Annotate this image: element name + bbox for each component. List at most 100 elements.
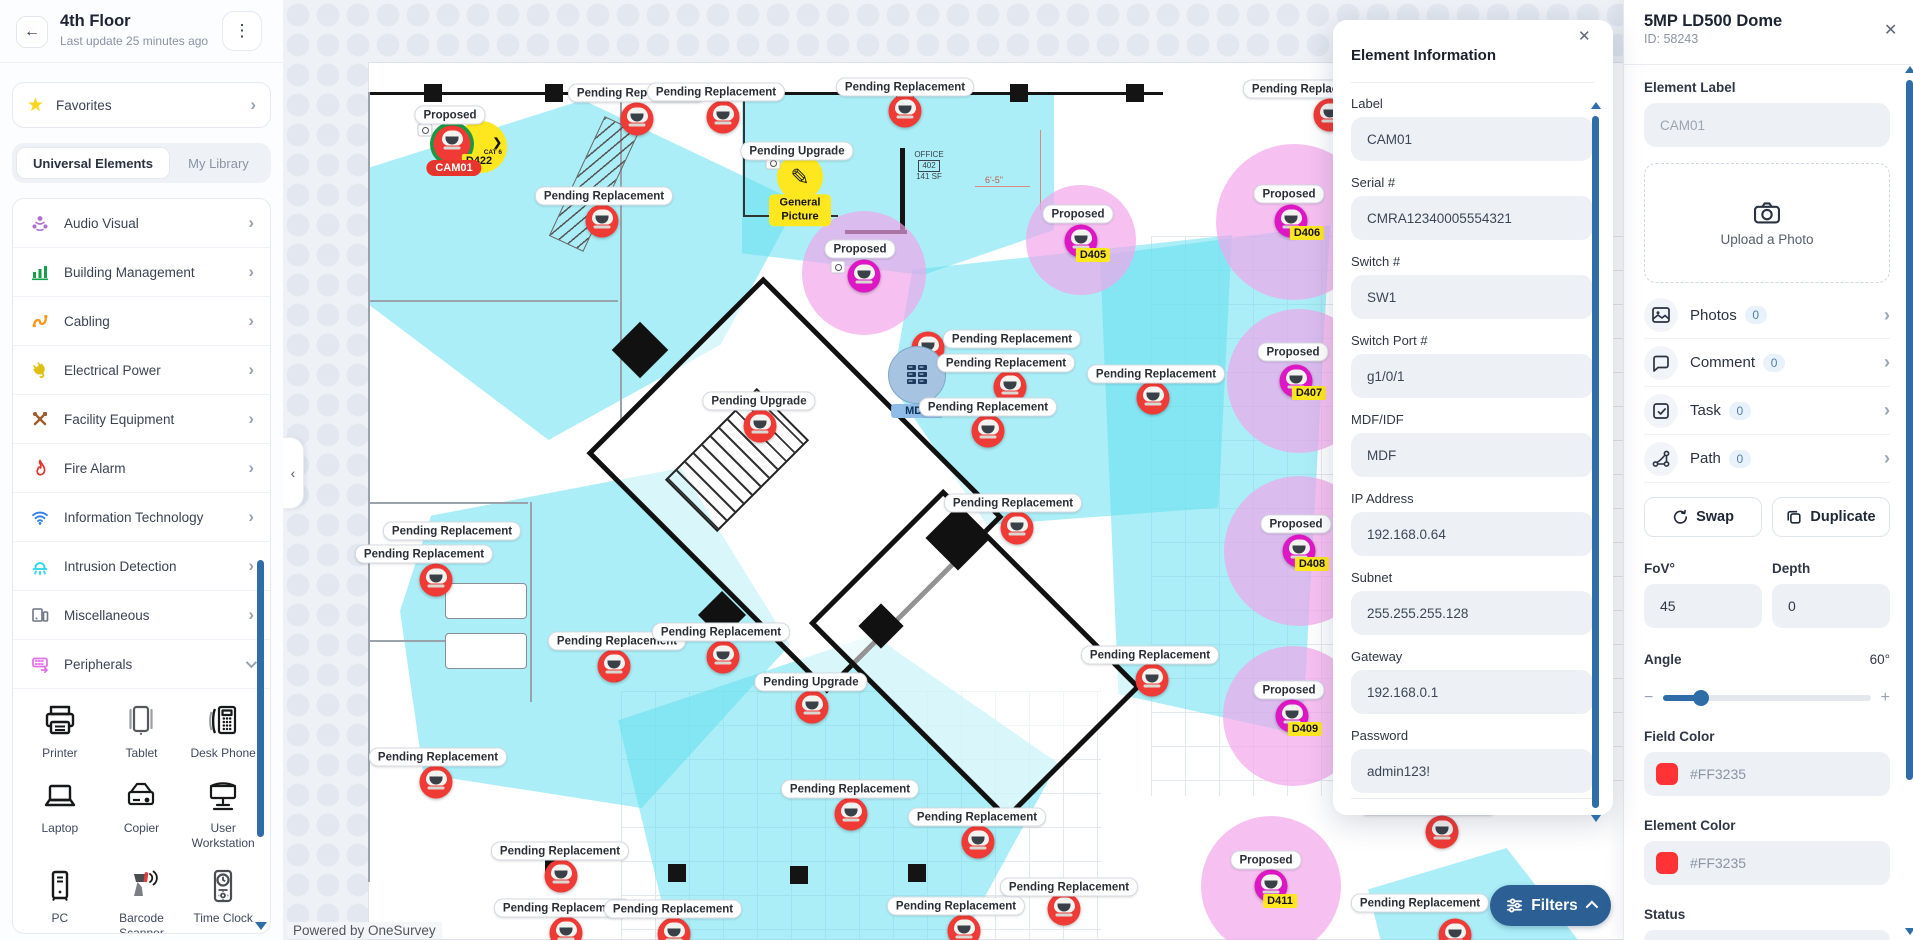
peripheral-user-workstation[interactable]: User Workstation xyxy=(182,774,264,850)
scroll-down-arrow-icon[interactable] xyxy=(1591,815,1601,822)
field-color-picker[interactable]: #FF3235 xyxy=(1644,752,1890,796)
sidebar-category-fire-alarm[interactable]: Fire Alarm› xyxy=(13,444,270,493)
sidebar-category-peripherals[interactable]: Peripherals xyxy=(13,640,270,689)
camera-marker[interactable] xyxy=(1047,892,1081,926)
sidebar-scrollbar[interactable] xyxy=(257,560,264,837)
field-input[interactable]: 255.255.255.128 xyxy=(1351,591,1593,635)
field-input[interactable]: CMRA12340005554321 xyxy=(1351,196,1593,240)
camera-marker[interactable] xyxy=(419,563,453,597)
copier-icon xyxy=(119,774,163,818)
camera-marker[interactable] xyxy=(1000,511,1034,545)
camera-marker[interactable] xyxy=(1425,815,1459,849)
plus-button[interactable]: + xyxy=(1880,689,1890,706)
proposed-camera-marker[interactable] xyxy=(847,259,881,293)
close-icon[interactable]: ✕ xyxy=(1884,22,1898,39)
camera-marker[interactable] xyxy=(1438,918,1472,940)
field-input[interactable]: SW1 xyxy=(1351,275,1593,319)
panel-scrollbar[interactable] xyxy=(1906,80,1913,780)
field-input[interactable]: MDF xyxy=(1351,433,1593,477)
minus-button[interactable]: − xyxy=(1644,689,1654,706)
back-button[interactable]: ← xyxy=(16,16,48,48)
dome-camera-icon xyxy=(894,99,916,115)
tab-universal-elements[interactable]: Universal Elements xyxy=(16,147,170,179)
camera-marker[interactable] xyxy=(657,917,691,940)
peripheral-pc[interactable]: PC xyxy=(19,864,101,933)
camera-marker[interactable] xyxy=(834,797,868,831)
depth-input[interactable]: 0 xyxy=(1772,584,1890,628)
close-icon[interactable]: ✕ xyxy=(1578,28,1591,45)
field-input[interactable]: 192.168.0.1 xyxy=(1351,670,1593,714)
element-label-input[interactable]: CAM01 xyxy=(1644,103,1890,147)
dome-camera-icon xyxy=(1142,386,1164,402)
peripheral-barcode-scanner[interactable]: Barcode Scanner xyxy=(101,864,183,933)
duplicate-button[interactable]: Duplicate xyxy=(1772,497,1890,537)
sidebar-category-audio-visual[interactable]: Audio Visual› xyxy=(13,199,270,248)
mdf-marker[interactable] xyxy=(888,346,946,404)
status-dropdown[interactable]: N/A xyxy=(1644,930,1890,940)
upload-photo-button[interactable]: Upload a Photo xyxy=(1644,163,1890,283)
kebab-menu-button[interactable]: ⋮ xyxy=(222,11,262,51)
laptop-icon xyxy=(38,774,82,818)
field-input[interactable]: 192.168.0.64 xyxy=(1351,512,1593,556)
scroll-up-arrow-icon[interactable] xyxy=(1591,102,1601,109)
camera-marker[interactable] xyxy=(706,640,740,674)
sidebar-category-electrical-power[interactable]: Electrical Power› xyxy=(13,346,270,395)
camera-marker[interactable] xyxy=(961,825,995,859)
element-color-picker[interactable]: #FF3235 xyxy=(1644,841,1890,885)
field-serial-: Serial #CMRA12340005554321 xyxy=(1351,175,1593,240)
sidebar-category-miscellaneous[interactable]: Miscellaneous› xyxy=(13,591,270,640)
camera-marker[interactable] xyxy=(544,859,578,893)
camera-marker[interactable] xyxy=(585,204,619,238)
sidebar-category-information-technology[interactable]: Information Technology› xyxy=(13,493,270,542)
sidebar-category-building-management[interactable]: Building Management› xyxy=(13,248,270,297)
photos-icon xyxy=(1644,298,1678,332)
camera-marker[interactable] xyxy=(706,100,740,134)
camera-marker[interactable] xyxy=(743,409,777,443)
proposed-camera-marker[interactable] xyxy=(1274,204,1308,238)
sidebar-category-cabling[interactable]: Cabling› xyxy=(13,297,270,346)
room-label: OFFICE 402 141 SF xyxy=(914,150,944,181)
camera-marker[interactable] xyxy=(888,94,922,128)
sidebar-category-facility-equipment[interactable]: Facility Equipment› xyxy=(13,395,270,444)
swap-button[interactable]: Swap xyxy=(1644,497,1762,537)
field-input[interactable]: admin123! xyxy=(1351,749,1593,793)
tab-my-library[interactable]: My Library xyxy=(188,155,249,171)
peripheral-laptop[interactable]: Laptop xyxy=(19,774,101,850)
fov-input[interactable]: 45 xyxy=(1644,584,1762,628)
filters-button[interactable]: Filters xyxy=(1490,885,1611,926)
sidebar-category-intrusion-detection[interactable]: Intrusion Detection› xyxy=(13,542,270,591)
selected-camera-marker[interactable] xyxy=(433,125,471,163)
camera-marker[interactable] xyxy=(971,414,1005,448)
camera-marker[interactable] xyxy=(795,690,829,724)
proposed-camera-marker[interactable] xyxy=(1279,364,1313,398)
favorites-button[interactable]: ★ Favorites › xyxy=(12,82,271,128)
slider-thumb[interactable] xyxy=(1692,690,1709,706)
camera-marker[interactable] xyxy=(947,914,981,940)
pencil-note-icon[interactable]: ✎ xyxy=(777,154,823,200)
camera-marker[interactable] xyxy=(549,916,583,940)
camera-marker[interactable] xyxy=(1136,381,1170,415)
peripheral-time-clock[interactable]: Time Clock xyxy=(182,864,264,933)
peripheral-printer[interactable]: Printer xyxy=(19,699,101,760)
camera-marker[interactable] xyxy=(419,765,453,799)
field-input[interactable]: g1/0/1 xyxy=(1351,354,1593,398)
peripheral-tablet[interactable]: Tablet xyxy=(101,699,183,760)
angle-slider[interactable] xyxy=(1663,690,1871,706)
element-color-label: Element Color xyxy=(1644,818,1736,833)
camera-marker[interactable] xyxy=(620,102,654,136)
camera-marker[interactable] xyxy=(597,649,631,683)
scroll-down-arrow-icon[interactable] xyxy=(255,922,267,930)
scroll-down-arrow-icon[interactable] xyxy=(1905,928,1913,935)
sidebar-collapse-handle[interactable]: ‹ xyxy=(283,437,304,509)
scroll-up-arrow-icon[interactable] xyxy=(1905,66,1913,73)
panel-scrollbar[interactable] xyxy=(1592,116,1599,808)
peripheral-desk-phone[interactable]: Desk Phone xyxy=(182,699,264,760)
peripheral-copier[interactable]: Copier xyxy=(101,774,183,850)
field-input[interactable]: CAM01 xyxy=(1351,117,1593,161)
camera-marker[interactable] xyxy=(1135,663,1169,697)
angle-label: Angle xyxy=(1644,652,1682,667)
